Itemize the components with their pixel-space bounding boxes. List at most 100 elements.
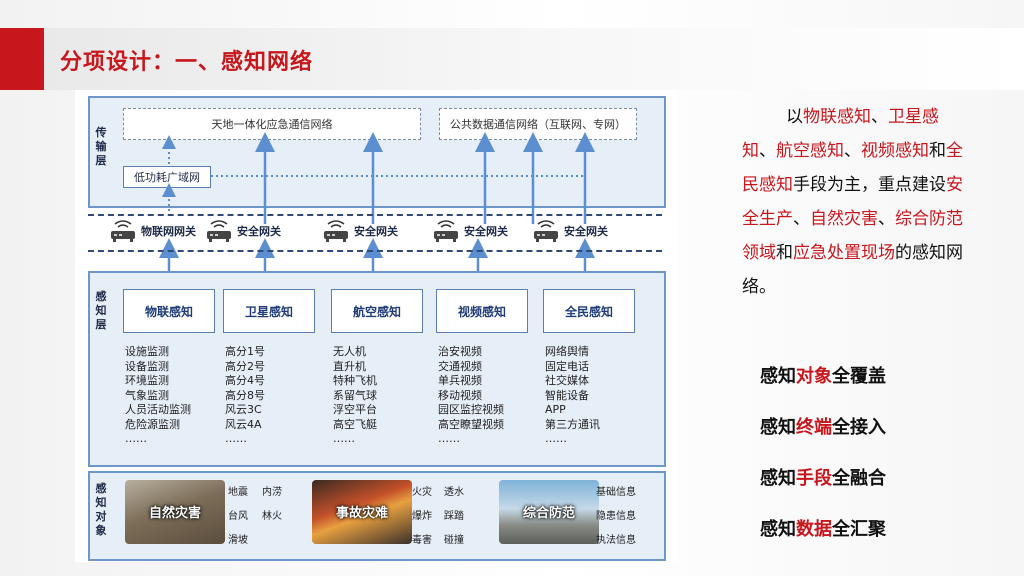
sense-item: …… — [125, 432, 147, 445]
sense-column-title: 航空感知 — [331, 289, 423, 333]
full-coverage-item: 感知手段全融合 — [760, 464, 886, 490]
sense-item: …… — [545, 432, 567, 445]
gateway-label: 物联网网关 — [141, 225, 196, 238]
sense-item: 设备监测 — [125, 359, 169, 373]
accident-disaster-image: 事故灾难 — [312, 480, 412, 544]
object-caption: 综合防范 — [522, 506, 575, 521]
full-coverage-item: 感知对象全覆盖 — [760, 362, 886, 388]
sense-item: 人员活动监测 — [125, 403, 191, 416]
object-item: 碰撞 — [444, 535, 464, 546]
object-caption: 事故灾难 — [335, 506, 388, 521]
desc-highlight: 自然灾害 — [810, 209, 878, 229]
sense-item: 治安视频 — [438, 345, 482, 358]
desc-highlight: 应急处置现场 — [793, 243, 895, 263]
sense-item: 特种飞机 — [333, 374, 377, 387]
sense-item: 高分1号 — [225, 345, 265, 358]
coverage-suffix: 全接入 — [832, 417, 886, 438]
coverage-suffix: 全汇聚 — [832, 519, 886, 540]
router-icon — [324, 220, 348, 242]
sense-item: 危险源监测 — [125, 417, 180, 431]
sense-item: 风云3C — [225, 403, 262, 416]
desc-text: 和 — [776, 243, 793, 263]
object-item: 地震 — [228, 487, 248, 498]
coverage-highlight: 对象 — [796, 366, 832, 387]
gateway-security-1: 安全网关 — [203, 218, 281, 244]
sense-column-satellite: 卫星感知 高分1号 高分2号 高分4号 高分8号 风云3C 风云4A …… — [223, 289, 315, 447]
sense-item: 智能设备 — [545, 388, 589, 402]
object-item: 爆炸 — [412, 511, 432, 522]
desc-text: 的感知网络。 — [742, 243, 963, 297]
desc-text: 、 — [878, 209, 895, 229]
sense-item: 环境监测 — [125, 374, 169, 387]
sense-item: 移动视频 — [438, 388, 482, 402]
coverage-prefix: 感知 — [760, 519, 796, 540]
sense-item: …… — [225, 432, 247, 445]
sense-column-iot: 物联感知 设施监测 设备监测 环境监测 气象监测 人员活动监测 危险源监测 …… — [123, 289, 215, 447]
gateway-label: 安全网关 — [237, 225, 281, 238]
title-accent-block — [0, 28, 44, 90]
desc-text: 、 — [759, 141, 776, 161]
object-item: 隐患信息 — [596, 511, 636, 522]
desc-highlight: 安全生产 — [742, 175, 963, 229]
coverage-suffix: 全融合 — [832, 468, 886, 489]
gateway-label: 安全网关 — [464, 225, 508, 238]
desc-highlight: 物联感知 — [803, 107, 871, 127]
sense-item: 高分2号 — [225, 359, 265, 373]
full-coverage-item: 感知数据全汇聚 — [760, 515, 886, 541]
sense-column-public: 全民感知 网络舆情 固定电话 社交媒体 智能设备 APP 第三方通讯 …… — [543, 289, 635, 447]
desc-text: 、 — [871, 107, 888, 127]
sense-column-video: 视频感知 治安视频 交通视频 单兵视频 移动视频 园区监控视频 高空瞭望视频 …… — [436, 289, 528, 447]
sense-column-title: 视频感知 — [436, 289, 528, 333]
gateway-line-bottom — [88, 250, 662, 252]
title-bar — [44, 28, 1024, 90]
gateway-security-4: 安全网关 — [530, 218, 608, 244]
desc-text: 以 — [786, 107, 803, 127]
sense-item: 网络舆情 — [545, 345, 589, 358]
router-icon — [111, 220, 135, 242]
sense-item: 高分4号 — [225, 374, 265, 387]
desc-text: 、 — [793, 209, 810, 229]
sense-item: 气象监测 — [125, 388, 169, 402]
coverage-highlight: 手段 — [796, 468, 832, 489]
sense-item: 单兵视频 — [438, 374, 482, 387]
sense-item: 高空瞭望视频 — [438, 417, 504, 431]
sense-item: APP — [545, 403, 566, 416]
sense-column-aerial: 航空感知 无人机 直升机 特种飞机 系留气球 浮空平台 高空飞艇 …… — [331, 289, 423, 447]
object-item: 执法信息 — [596, 535, 636, 546]
gateway-label: 安全网关 — [564, 225, 608, 238]
object-caption: 自然灾害 — [148, 506, 201, 521]
sense-column-title: 物联感知 — [123, 289, 215, 333]
page-title: 分项设计：一、感知网络 — [60, 50, 314, 75]
coverage-highlight: 数据 — [796, 519, 832, 540]
sense-item: 风云4A — [225, 417, 262, 431]
object-item: 火灾 — [412, 487, 432, 498]
sense-item: 浮空平台 — [333, 403, 377, 416]
sense-item: 高分8号 — [225, 388, 265, 402]
desc-highlight: 航空感知 — [776, 141, 844, 161]
sense-item: 固定电话 — [545, 359, 589, 373]
sensing-layer-label: 感知层 — [95, 290, 107, 331]
objects-layer-label: 感知对象 — [95, 482, 107, 537]
sense-item: 社交媒体 — [545, 374, 589, 387]
sense-item: …… — [333, 432, 355, 445]
sense-item: 系留气球 — [333, 388, 377, 402]
coverage-prefix: 感知 — [760, 417, 796, 438]
router-icon — [207, 220, 231, 242]
sense-item: 设施监测 — [125, 345, 169, 358]
gateway-security-3: 安全网关 — [430, 218, 508, 244]
object-item: 林火 — [262, 511, 282, 522]
sense-item: 园区监控视频 — [438, 403, 504, 416]
gateway-label: 安全网关 — [354, 225, 398, 238]
desc-highlight: 卫星感知 — [742, 107, 939, 161]
desc-highlight: 视频感知 — [861, 141, 929, 161]
object-item: 踩踏 — [444, 511, 464, 522]
natural-disaster-image: 自然灾害 — [125, 480, 225, 544]
sense-column-title: 全民感知 — [543, 289, 635, 333]
desc-highlight: 全民感知 — [742, 141, 963, 195]
transport-layer-label: 传输层 — [95, 126, 107, 167]
object-item: 台风 — [228, 511, 248, 522]
full-coverage-item: 感知终端全接入 — [760, 413, 886, 439]
connector-lines — [159, 132, 595, 277]
description-paragraph: 以物联感知、卫星感知、航空感知、视频感知和全民感知手段为主，重点建设安全生产、自… — [742, 100, 964, 304]
coverage-prefix: 感知 — [760, 366, 796, 387]
